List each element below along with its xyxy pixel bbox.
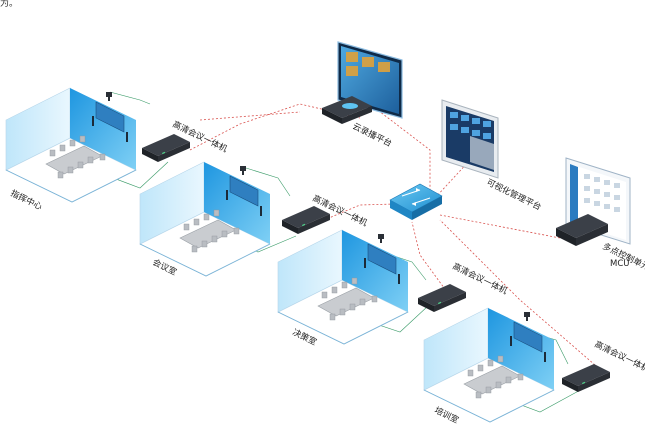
room-decision bbox=[277, 229, 409, 345]
room-command-center bbox=[5, 87, 137, 203]
codec-command-center bbox=[142, 134, 190, 162]
top-text-fragment: 为。 bbox=[0, 0, 19, 9]
visual-management-platform bbox=[441, 99, 499, 179]
cloud-platform-label: 云录播平台 bbox=[351, 121, 394, 150]
mcu-label-line2: MCU bbox=[610, 259, 630, 269]
visual-platform-label: 可视化管理平台 bbox=[485, 177, 543, 213]
codec-training bbox=[562, 364, 610, 392]
network-switch bbox=[389, 183, 443, 220]
room-training bbox=[423, 307, 555, 423]
room-label-command-center: 指挥中心 bbox=[9, 188, 45, 213]
room-label-training: 培训室 bbox=[433, 405, 461, 426]
codec-decision bbox=[418, 284, 466, 312]
cloud-recording-platform bbox=[322, 41, 403, 124]
network-links bbox=[189, 103, 596, 366]
codec-meeting bbox=[282, 206, 330, 234]
mcu-device bbox=[556, 157, 631, 246]
